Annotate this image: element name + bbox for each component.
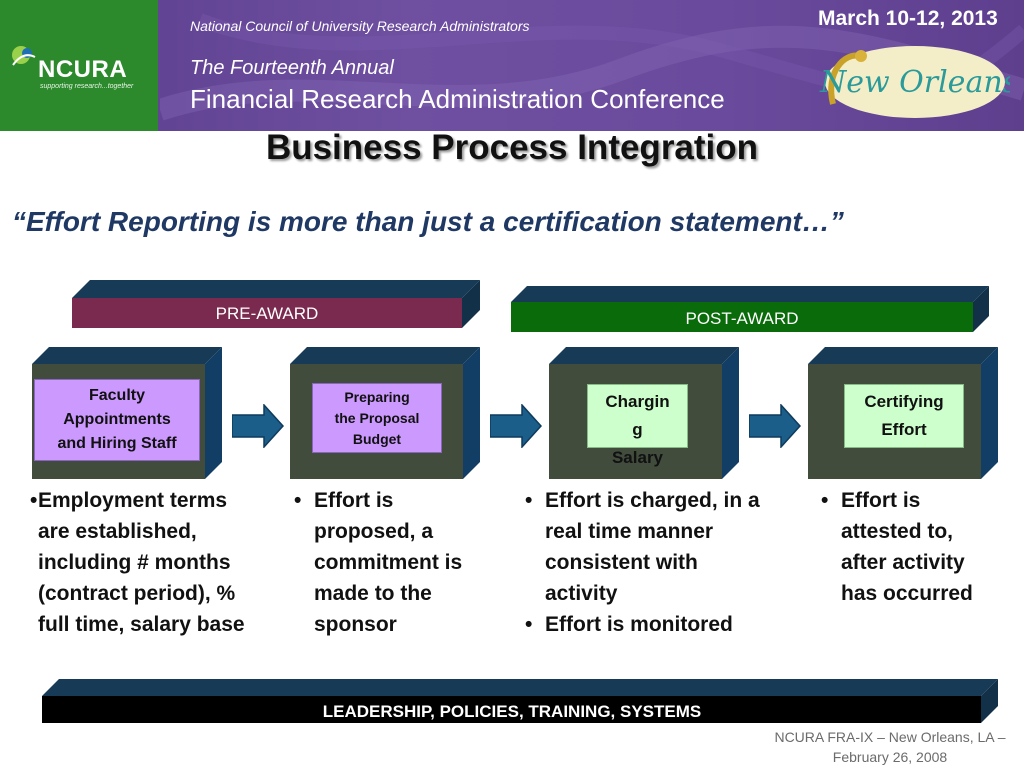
footer-line: NCURA FRA-IX – New Orleans, LA – — [760, 727, 1020, 747]
step-label-certifying-effort: Certifying Effort — [844, 384, 964, 448]
conference-edition: The Fourteenth Annual — [190, 57, 394, 80]
conference-banner: NCURA supporting research...together Nat… — [0, 0, 1024, 131]
flow-arrow-icon — [490, 404, 542, 448]
step-label-line: and Hiring Staff — [57, 432, 176, 456]
process-step-proposal-budget: Preparing the Proposal Budget — [290, 347, 480, 479]
bullet-item: Effort is proposed, a commitment is made… — [290, 485, 480, 640]
process-step-faculty-appointments: Faculty Appointments and Hiring Staff — [32, 347, 222, 479]
badge-text: New Orleans — [819, 65, 1010, 100]
pre-award-bar: PRE-AWARD — [72, 280, 482, 330]
step-label-line: Effort — [864, 416, 943, 444]
conference-date: March 10-12, 2013 — [818, 7, 998, 31]
bullet-item: Effort is attested to, after activity ha… — [817, 485, 997, 609]
conference-name: Financial Research Administration Confer… — [190, 84, 725, 115]
new-orleans-badge: New Orleans — [815, 42, 1010, 122]
ncura-logo-mark-icon — [9, 43, 39, 73]
step-label-line: Faculty — [57, 384, 176, 408]
logo-tagline: supporting research...together — [40, 83, 133, 90]
foundation-label: LEADERSHIP, POLICIES, TRAINING, SYSTEMS — [323, 702, 701, 721]
process-step-charging-salary: Chargin g Salary — [549, 347, 739, 479]
step-label-line: g — [605, 416, 669, 444]
logo-text: NCURA — [38, 56, 127, 84]
post-award-bar: POST-AWARD — [511, 286, 991, 334]
step-description-certifying-effort: Effort is attested to, after activity ha… — [817, 485, 997, 609]
step-label-charging-salary: Chargin g Salary — [587, 384, 688, 448]
step-description-charging-salary: Effort is charged, in a real time manner… — [521, 485, 761, 640]
step-label-line: Budget — [335, 429, 420, 450]
organization-name: National Council of University Research … — [190, 18, 530, 34]
step-label-line: Chargin — [605, 388, 669, 416]
footer-line: February 26, 2008 — [760, 747, 1020, 767]
flow-arrow-icon — [749, 404, 801, 448]
slide-subtitle: “Effort Reporting is more than just a ce… — [12, 206, 844, 238]
post-award-label: POST-AWARD — [685, 309, 798, 328]
bullet-item: Employment terms are established, includ… — [26, 485, 256, 640]
step-label-line: Certifying — [864, 388, 943, 416]
step-label-line: Appointments — [57, 408, 176, 432]
slide-title: Business Process Integration — [0, 128, 1024, 168]
bullet-item: Effort is charged, in a real time manner… — [521, 485, 761, 609]
step-label-line: Salary — [605, 444, 669, 472]
step-label-proposal-budget: Preparing the Proposal Budget — [312, 383, 442, 453]
step-description-proposal-budget: Effort is proposed, a commitment is made… — [290, 485, 480, 640]
foundation-bar: LEADERSHIP, POLICIES, TRAINING, SYSTEMS — [42, 679, 1000, 725]
ncura-logo: NCURA supporting research...together — [0, 0, 158, 131]
bullet-item: Effort is monitored — [521, 609, 761, 640]
step-label-line: Preparing — [335, 387, 420, 408]
pre-award-label: PRE-AWARD — [216, 304, 319, 323]
process-step-certifying-effort: Certifying Effort — [808, 347, 998, 479]
flow-arrow-icon — [232, 404, 284, 448]
step-label-line: the Proposal — [335, 408, 420, 429]
footer-note: NCURA FRA-IX – New Orleans, LA – Februar… — [760, 727, 1020, 767]
step-label-faculty-appointments: Faculty Appointments and Hiring Staff — [34, 379, 200, 461]
step-description-faculty-appointments: Employment terms are established, includ… — [26, 485, 256, 640]
